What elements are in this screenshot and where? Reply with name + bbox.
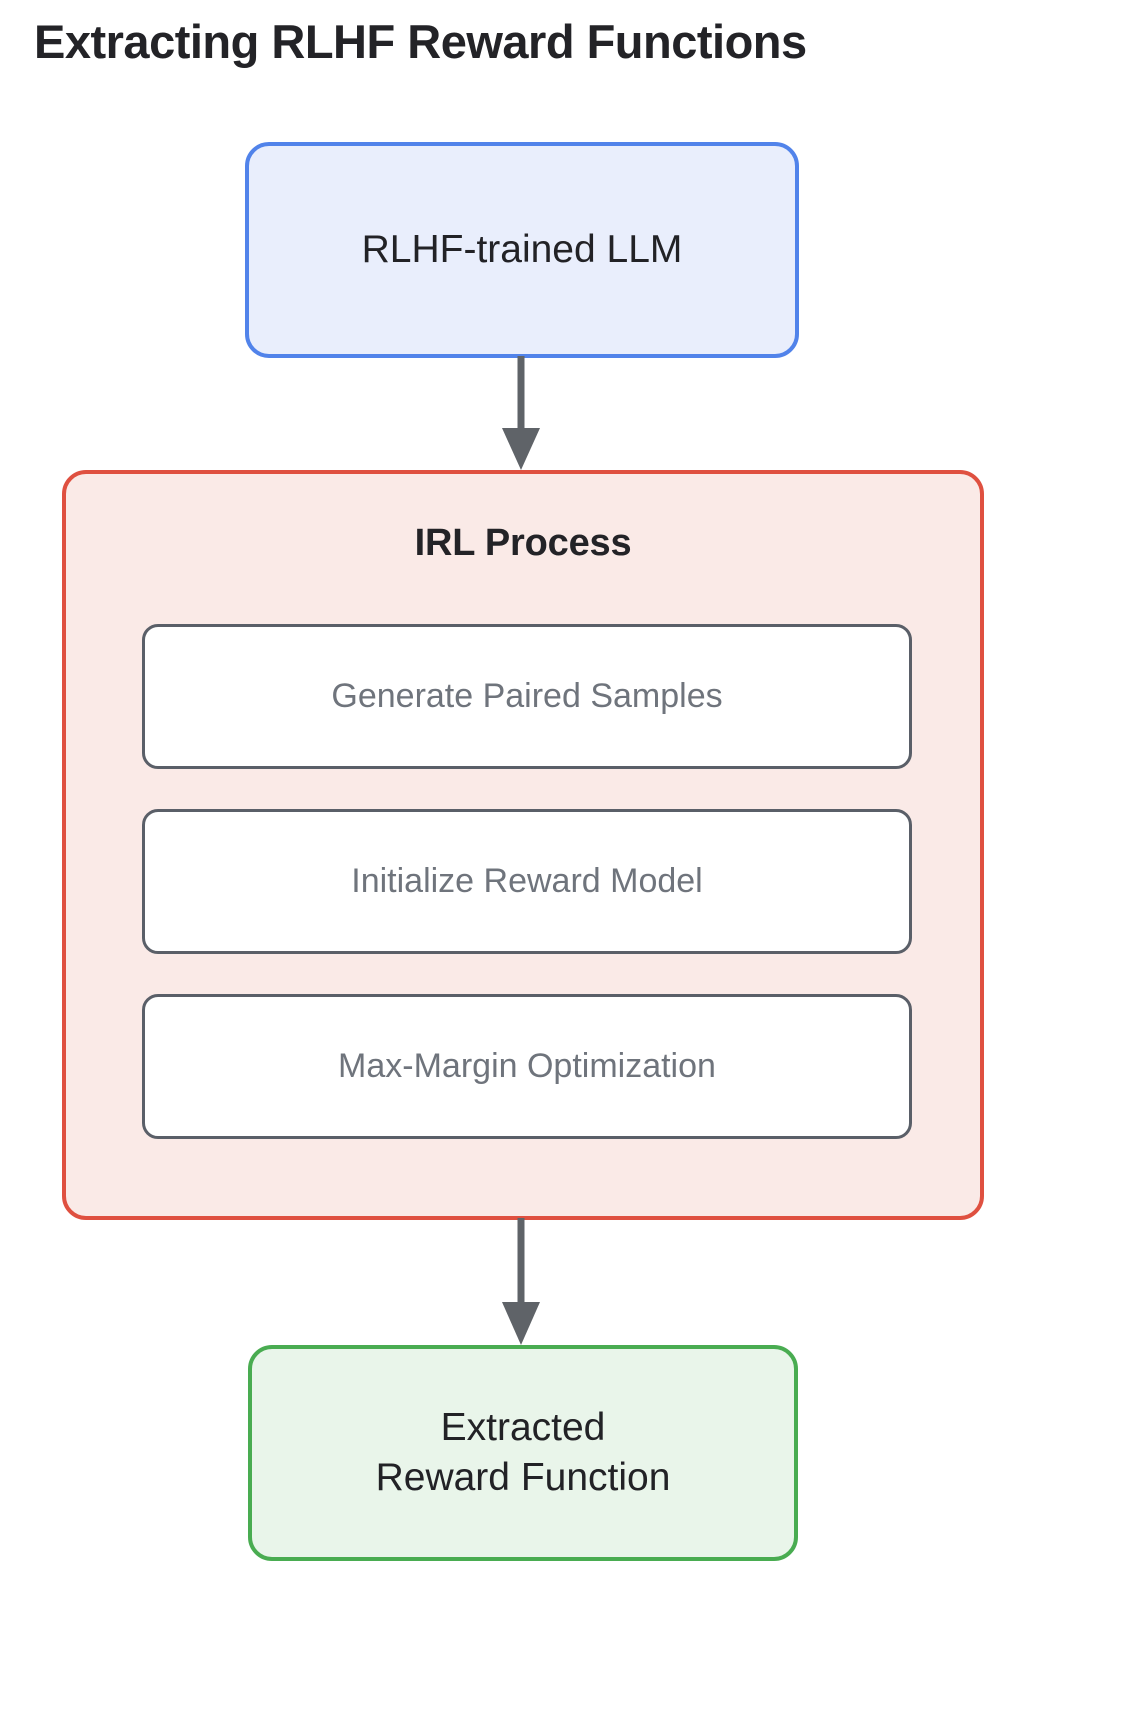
edge-irl-to-reward-function bbox=[502, 1218, 540, 1345]
node-extracted-reward-function[interactable]: Extracted Reward Function bbox=[248, 1345, 798, 1561]
edge-llm-to-irl bbox=[502, 356, 540, 470]
subgraph-irl-process-title: IRL Process bbox=[414, 522, 632, 564]
node-rlhf-trained-llm[interactable]: RLHF-trained LLM bbox=[245, 142, 799, 358]
node-extracted-reward-function-line2: Reward Function bbox=[375, 1456, 671, 1499]
step-generate-paired-samples-label: Generate Paired Samples bbox=[331, 677, 723, 716]
step-initialize-reward-model[interactable]: Initialize Reward Model bbox=[142, 809, 912, 954]
edge-llm-to-irl-arrowhead bbox=[502, 428, 540, 470]
node-rlhf-trained-llm-label: RLHF-trained LLM bbox=[361, 227, 683, 271]
irl-step-list: Generate Paired Samples Initialize Rewar… bbox=[142, 624, 912, 1139]
node-extracted-reward-function-label: Extracted Reward Function bbox=[376, 1403, 671, 1503]
step-initialize-reward-model-label: Initialize Reward Model bbox=[351, 862, 703, 901]
step-max-margin-optimization-label: Max-Margin Optimization bbox=[338, 1047, 716, 1086]
step-max-margin-optimization[interactable]: Max-Margin Optimization bbox=[142, 994, 912, 1139]
subgraph-irl-process[interactable]: IRL Process Generate Paired Samples Init… bbox=[62, 470, 984, 1220]
edge-irl-to-reward-function-arrowhead bbox=[502, 1302, 540, 1345]
node-extracted-reward-function-line1: Extracted bbox=[440, 1406, 606, 1450]
step-generate-paired-samples[interactable]: Generate Paired Samples bbox=[142, 624, 912, 769]
page-title: Extracting RLHF Reward Functions bbox=[34, 15, 807, 68]
